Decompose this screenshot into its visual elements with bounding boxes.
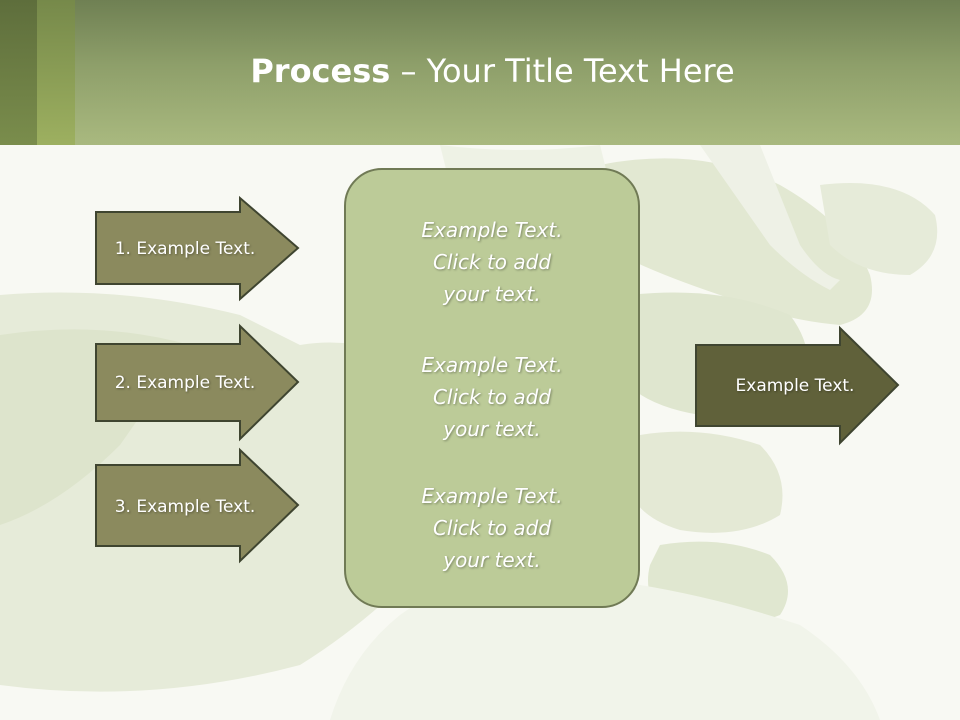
paragraph-line: your text.	[443, 282, 541, 306]
center-text-box[interactable]: Example Text. Click to add your text. Ex…	[344, 168, 640, 608]
process-step-arrow-3[interactable]: 3. Example Text.	[95, 447, 300, 564]
arrow-shape	[95, 195, 300, 302]
arrow-shape	[95, 447, 300, 564]
paragraph-line: your text.	[443, 548, 541, 572]
center-paragraph-2: Example Text. Click to add your text.	[346, 349, 638, 445]
title-bar: Process – Your Title Text Here	[0, 0, 960, 145]
process-step-arrow-1[interactable]: 1. Example Text.	[95, 195, 300, 302]
paragraph-line: your text.	[443, 417, 541, 441]
header-accent-stripe	[0, 0, 37, 145]
paragraph-line: Click to add	[432, 385, 552, 409]
paragraph-line: Example Text.	[421, 484, 563, 508]
header-accent-stripe-light	[37, 0, 75, 145]
title-bold-text: Process	[250, 52, 391, 90]
result-arrow[interactable]: Example Text.	[695, 325, 900, 446]
paragraph-line: Example Text.	[421, 218, 563, 242]
title-regular-text: – Your Title Text Here	[390, 52, 735, 90]
center-paragraph-1: Example Text. Click to add your text.	[346, 214, 638, 310]
paragraph-line: Example Text.	[421, 353, 563, 377]
arrow-label: Example Text.	[735, 375, 855, 396]
paragraph-line: Click to add	[432, 516, 552, 540]
paragraph-line: Click to add	[432, 250, 552, 274]
center-paragraph-3: Example Text. Click to add your text.	[346, 480, 638, 576]
arrow-shape	[695, 325, 900, 446]
arrow-label: 3. Example Text.	[114, 496, 256, 517]
process-step-arrow-2[interactable]: 2. Example Text.	[95, 323, 300, 442]
slide-title[interactable]: Process – Your Title Text Here	[0, 52, 960, 90]
arrow-shape	[95, 323, 300, 442]
arrow-label: 2. Example Text.	[114, 372, 256, 393]
arrow-label: 1. Example Text.	[114, 238, 256, 259]
